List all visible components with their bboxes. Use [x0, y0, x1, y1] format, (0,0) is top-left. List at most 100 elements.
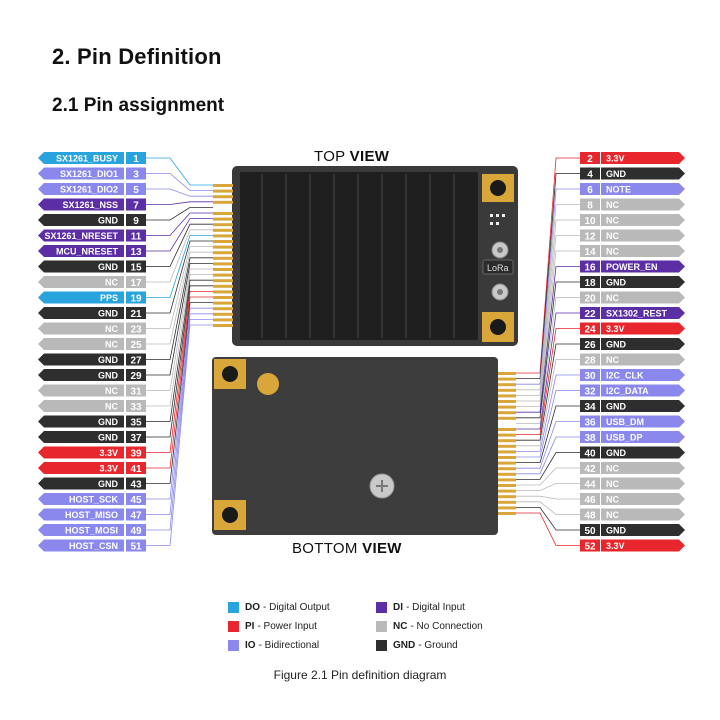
- pin-41: 413.3V: [38, 462, 146, 475]
- pin-number-box: [126, 152, 146, 164]
- pin-label-box: [38, 307, 124, 319]
- pin-number: 7: [133, 201, 139, 212]
- pin-number-box: [580, 508, 600, 521]
- connector-finger: [213, 200, 233, 204]
- pin-label-box: [38, 415, 124, 428]
- connector-finger: [213, 290, 233, 294]
- status-leds: [490, 214, 505, 225]
- pin-number: 38: [584, 433, 596, 444]
- wire: [516, 281, 580, 419]
- pin-label-box: [601, 353, 685, 366]
- pin-name: NC: [606, 495, 619, 505]
- pin-number-box: [580, 291, 600, 304]
- pin-number: 52: [584, 542, 596, 553]
- pin-name: NC: [606, 510, 619, 520]
- pin-label-box: [601, 446, 685, 459]
- top-edge-connector: [213, 184, 233, 327]
- legend-code: IO: [245, 640, 256, 651]
- pin-number-box: [126, 524, 146, 536]
- pin-number-box: [126, 260, 146, 273]
- pin-label-box: [601, 415, 685, 428]
- legend-label: - Ground: [418, 640, 458, 651]
- connector-finger: [498, 433, 516, 437]
- legend-label: - No Connection: [410, 621, 483, 632]
- pin-number: 41: [130, 464, 142, 475]
- connector-finger: [213, 223, 233, 227]
- connector-finger: [498, 416, 516, 420]
- pin-name: NC: [606, 479, 619, 489]
- connector-finger: [213, 268, 233, 271]
- pin-number-box: [580, 353, 600, 366]
- pin-name: GND: [98, 433, 119, 443]
- pin-name: GND: [606, 169, 627, 179]
- legend-code: PI: [245, 621, 255, 632]
- connector-finger: [213, 296, 233, 299]
- wire: [146, 285, 213, 438]
- wire: [516, 219, 580, 396]
- connector-finger: [498, 478, 516, 482]
- pin-number-box: [580, 462, 600, 474]
- pin-name: SX1261_DIO1: [60, 169, 118, 179]
- pin-number: 8: [587, 201, 593, 212]
- pin-number: 33: [130, 402, 142, 413]
- pin-number-box: [126, 307, 146, 319]
- heatsink-fins: [261, 174, 455, 338]
- pin-number: 37: [130, 433, 142, 444]
- pin-label-box: [601, 214, 685, 226]
- pin-label-box: [38, 322, 124, 335]
- pin-label-box: [601, 539, 685, 552]
- pin-label-box: [38, 431, 124, 443]
- pin-number: 28: [584, 356, 596, 367]
- connector-finger: [213, 256, 233, 260]
- connector-finger: [498, 456, 516, 459]
- wire: [146, 313, 213, 515]
- pin-label-box: [38, 338, 124, 350]
- pin-name: NC: [606, 247, 619, 257]
- pin-name: POWER_EN: [606, 262, 658, 272]
- pin-number-box: [126, 493, 146, 505]
- legend-label: - Bidirectional: [258, 640, 320, 651]
- pin-name: GND: [606, 278, 627, 288]
- connector-finger: [498, 377, 516, 381]
- pin-name: GND: [98, 309, 119, 319]
- pin-label-box: [601, 508, 685, 521]
- pin-number-box: [126, 198, 146, 211]
- pin-number-box: [580, 400, 600, 412]
- wire: [146, 251, 213, 345]
- wire: [516, 452, 580, 480]
- legend-code: GND: [393, 640, 416, 651]
- wire: [516, 235, 580, 402]
- pin-number-box: [580, 214, 600, 226]
- connector-finger: [498, 411, 516, 415]
- pin-label-box: [601, 198, 685, 211]
- wire: [516, 297, 580, 424]
- connector-finger: [498, 405, 516, 409]
- pin-name: I2C_DATA: [606, 386, 649, 396]
- wire: [146, 212, 213, 236]
- pin-number: 5: [133, 185, 139, 196]
- wire: [146, 173, 213, 191]
- connector-finger: [213, 312, 233, 316]
- mount-hole: [222, 366, 238, 382]
- wire: [516, 188, 580, 385]
- pin-label-box: [38, 291, 124, 304]
- pin-label-box: [601, 431, 685, 443]
- pin-name: NC: [606, 216, 619, 226]
- pin-number: 17: [130, 278, 142, 289]
- pin-number: 18: [584, 278, 596, 289]
